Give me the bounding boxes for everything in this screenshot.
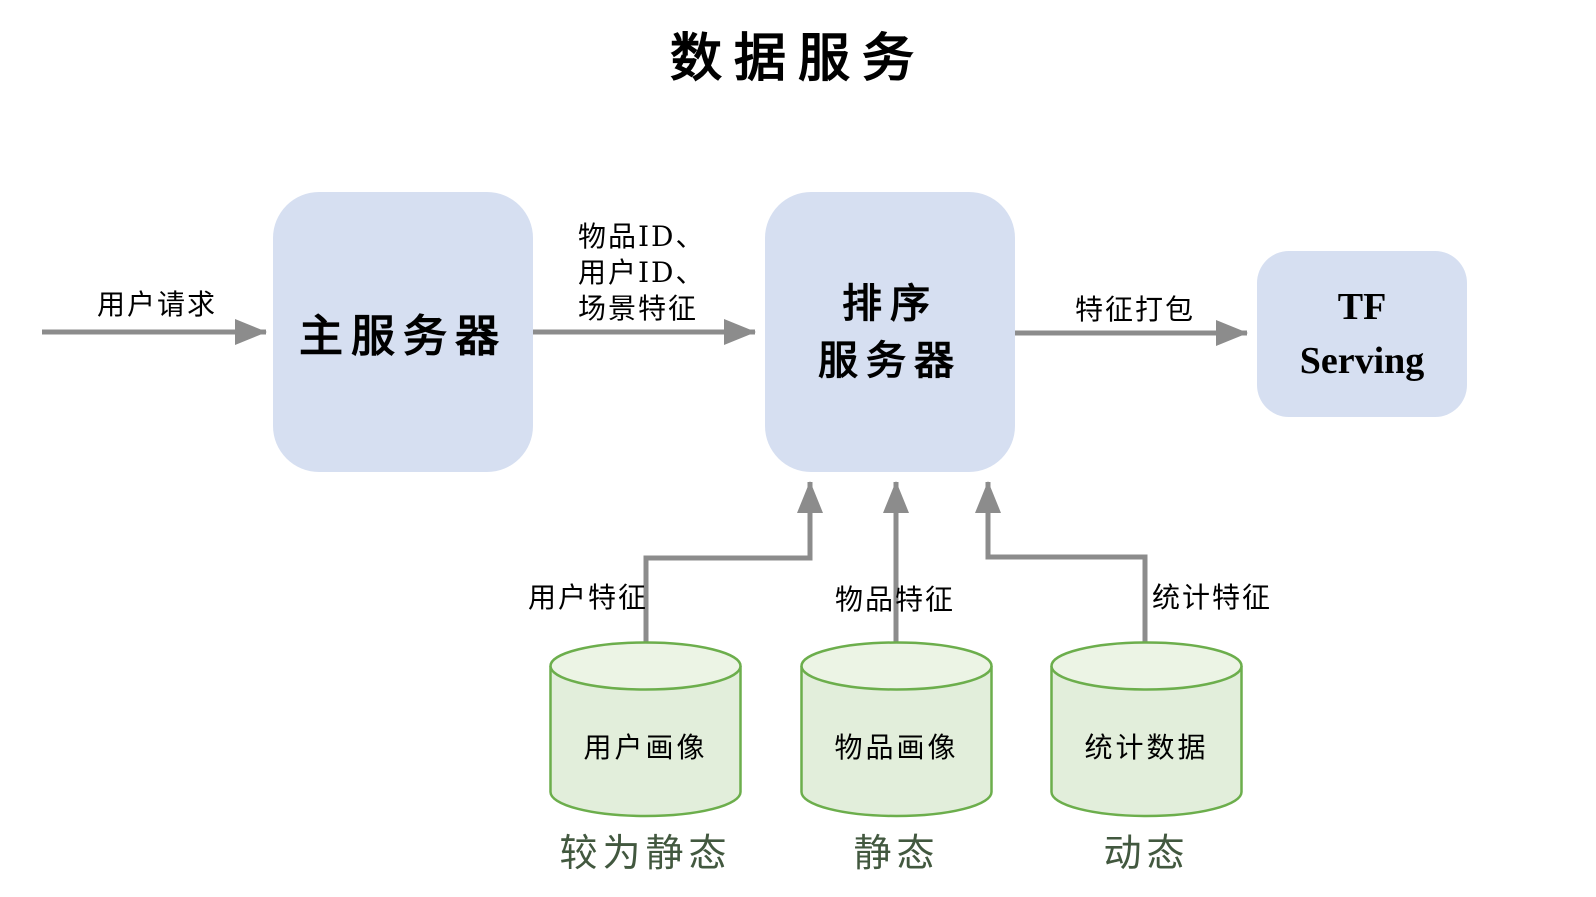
ranking-server-label-line2: 服务器 xyxy=(818,337,962,384)
tf-serving-node: TF Serving xyxy=(1257,251,1467,417)
item-profile-db-label: 物品画像 xyxy=(834,731,959,764)
user-profile-db-label: 用户画像 xyxy=(583,731,708,764)
database-cylinder-icon xyxy=(549,641,742,818)
ranking-server-label-line1: 排序 xyxy=(842,280,938,327)
request-payload-label: 物品ID、 用户ID、 场景特征 xyxy=(578,219,706,327)
user-profile-db: 用户画像 xyxy=(548,640,743,822)
ranking-server-node: 排序 服务器 xyxy=(765,192,1015,472)
item-features-label: 物品特征 xyxy=(834,583,955,616)
item-profile-db: 物品画像 xyxy=(799,640,994,822)
tf-serving-label-line1: TF xyxy=(1337,286,1387,328)
request-payload-line2: 用户ID、 xyxy=(578,256,706,289)
user-features-label: 用户特征 xyxy=(527,581,648,614)
item-profile-db-annotation: 静态 xyxy=(853,831,940,875)
main-server-label: 主服务器 xyxy=(299,311,507,362)
user-request-label: 用户请求 xyxy=(96,288,217,321)
feature-packing-label: 特征打包 xyxy=(1074,293,1195,326)
main-server-node: 主服务器 xyxy=(273,192,533,472)
tf-serving-label-line2: Serving xyxy=(1299,340,1425,382)
stat-features-label: 统计特征 xyxy=(1152,581,1273,614)
diagram-title: 数据服务 xyxy=(669,28,926,89)
request-payload-line3: 场景特征 xyxy=(578,292,699,325)
statistics-db-label: 统计数据 xyxy=(1084,731,1209,764)
database-cylinder-icon xyxy=(800,641,993,818)
statistics-db: 统计数据 xyxy=(1049,640,1244,822)
database-cylinder-icon xyxy=(1050,641,1243,818)
statistics-db-annotation: 动态 xyxy=(1103,831,1190,875)
request-payload-line1: 物品ID、 xyxy=(578,220,706,253)
stat-features-connector xyxy=(975,481,1148,642)
user-features-connector xyxy=(643,481,823,642)
user-profile-db-annotation: 较为静态 xyxy=(559,831,732,875)
